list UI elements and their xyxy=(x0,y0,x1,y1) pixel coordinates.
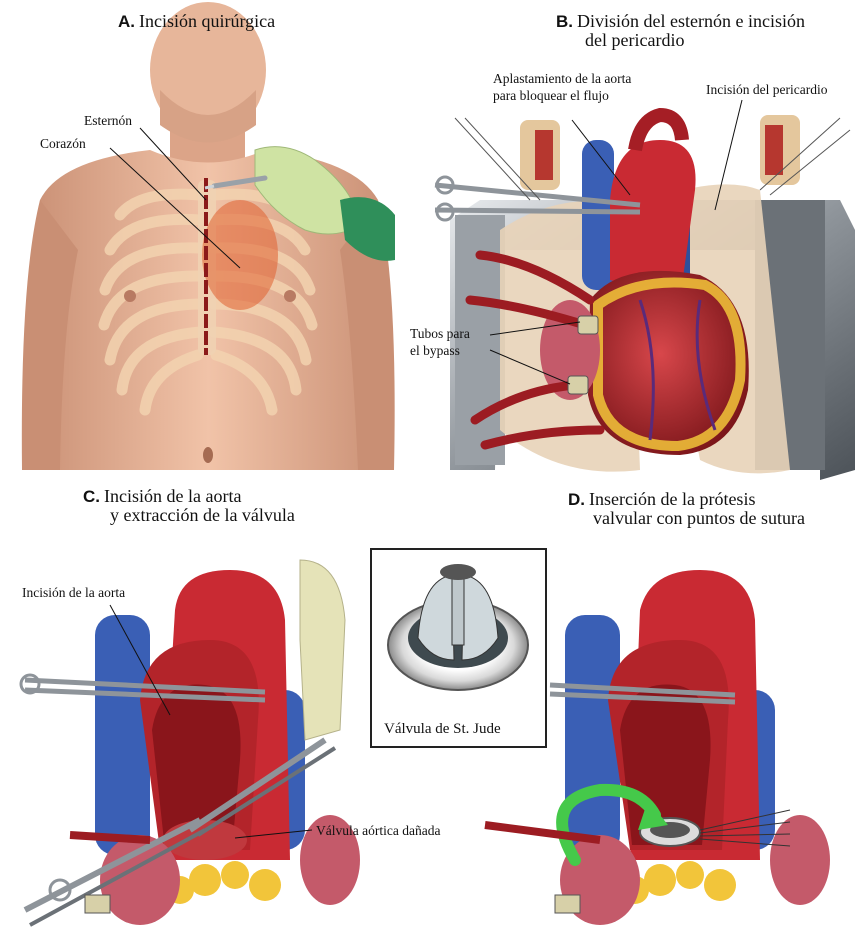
panel-b-letter: B. xyxy=(556,12,573,31)
label-corazon: Corazón xyxy=(40,136,86,151)
label-aplastamiento-line2: para bloquear el flujo xyxy=(493,88,609,103)
label-tubos-line2: el bypass xyxy=(410,343,460,358)
panel-b-title: B.División del esternón e incisión xyxy=(556,12,805,31)
panel-c-letter: C. xyxy=(83,487,100,506)
label-esternon: Esternón xyxy=(84,113,132,128)
label-valvula-danada: Válvula aórtica dañada xyxy=(316,823,440,838)
panel-b-title-line2: del pericardio xyxy=(585,31,684,50)
label-incision-pericardio: Incisión del pericardio xyxy=(706,82,827,97)
panel-b-title-line1: División del esternón e incisión xyxy=(577,11,805,31)
panel-d-letter: D. xyxy=(568,490,585,509)
panel-d-title-line2: valvular con puntos de sutura xyxy=(593,509,805,528)
label-incision-aorta: Incisión de la aorta xyxy=(22,585,125,600)
panel-c-aortotomy-illustration xyxy=(21,560,360,925)
panel-d-title: D.Inserción de la prótesis xyxy=(568,490,755,509)
panel-a-title: A.Incisión quirúrgica xyxy=(118,12,275,31)
panel-c-title: C.Incisión de la aorta xyxy=(83,487,241,506)
label-aplastamiento-line1: Aplastamiento de la aorta xyxy=(493,71,631,86)
panel-c-title-line2: y extracción de la válvula xyxy=(110,506,295,525)
mechanical-valve-icon xyxy=(372,550,545,710)
panel-b-open-chest-illustration xyxy=(435,115,855,480)
panel-a-torso-illustration xyxy=(22,2,395,470)
st-jude-valve-inset: Válvula de St. Jude xyxy=(370,548,547,748)
panel-a-letter: A. xyxy=(118,12,135,31)
panel-a-title-text: Incisión quirúrgica xyxy=(139,11,275,31)
panel-c-title-line1: Incisión de la aorta xyxy=(104,486,241,506)
panel-d-title-line1: Inserción de la prótesis xyxy=(589,489,755,509)
label-tubos-line1: Tubos para xyxy=(410,326,470,341)
st-jude-valve-caption: Válvula de St. Jude xyxy=(384,722,501,737)
